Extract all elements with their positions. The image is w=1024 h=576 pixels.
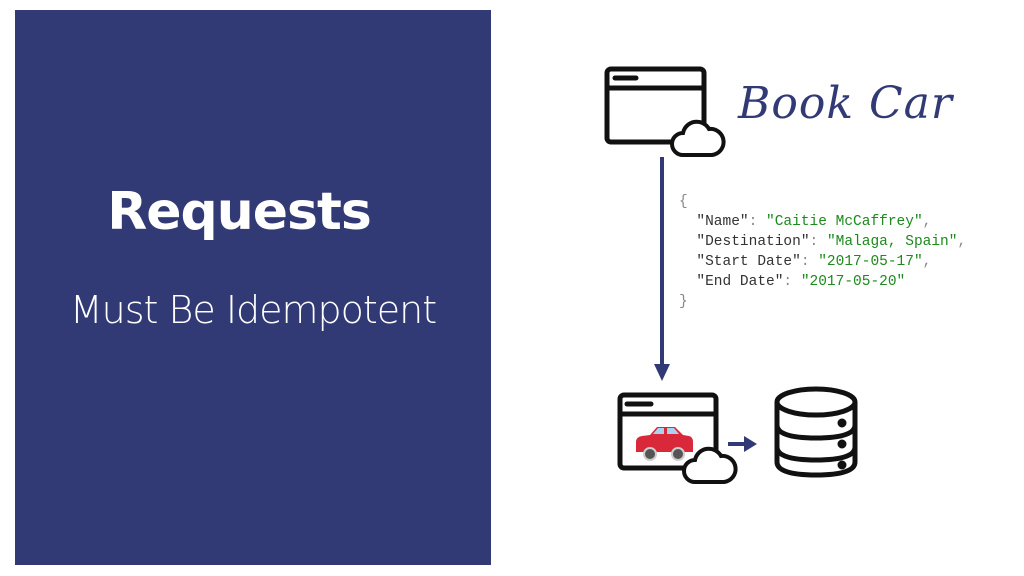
client-browser-icon: [604, 66, 707, 145]
json-open-brace: {: [679, 194, 688, 210]
json-sep: ,: [957, 234, 967, 250]
json-sep: ,: [922, 254, 932, 270]
slide-title: Requests: [107, 182, 372, 242]
json-key: "Destination": [696, 234, 810, 250]
json-line: "Name": "Caitie McCaffrey",: [696, 214, 932, 230]
service-browser-icon: [617, 392, 719, 471]
json-sep: ,: [922, 214, 932, 230]
diagram-label: Book Car: [738, 78, 953, 129]
write-arrow: [728, 436, 757, 452]
json-value: "Malaga, Spain": [826, 234, 958, 250]
database-icon: [774, 386, 858, 478]
json-line: "Destination": "Malaga, Spain",: [696, 234, 967, 250]
request-arrow: [654, 157, 670, 381]
cloud-icon: [682, 446, 738, 484]
json-line: "Start Date": "2017-05-17",: [696, 254, 932, 270]
json-close-brace: }: [679, 294, 688, 310]
car-icon: [636, 427, 693, 461]
title-panel: Requests Must Be Idempotent: [15, 10, 491, 565]
json-value: "Caitie McCaffrey": [766, 214, 923, 230]
request-json: { "Name": "Caitie McCaffrey", "Destinati…: [679, 192, 966, 312]
slide-subtitle: Must Be Idempotent: [69, 288, 437, 332]
json-key: "Name": [696, 214, 749, 230]
json-key: "Start Date": [696, 254, 801, 270]
cloud-icon: [670, 119, 726, 157]
json-value: "2017-05-20": [800, 274, 906, 290]
json-key: "End Date": [696, 274, 784, 290]
json-line: "End Date": "2017-05-20": [696, 274, 906, 290]
json-value: "2017-05-17": [818, 254, 923, 270]
